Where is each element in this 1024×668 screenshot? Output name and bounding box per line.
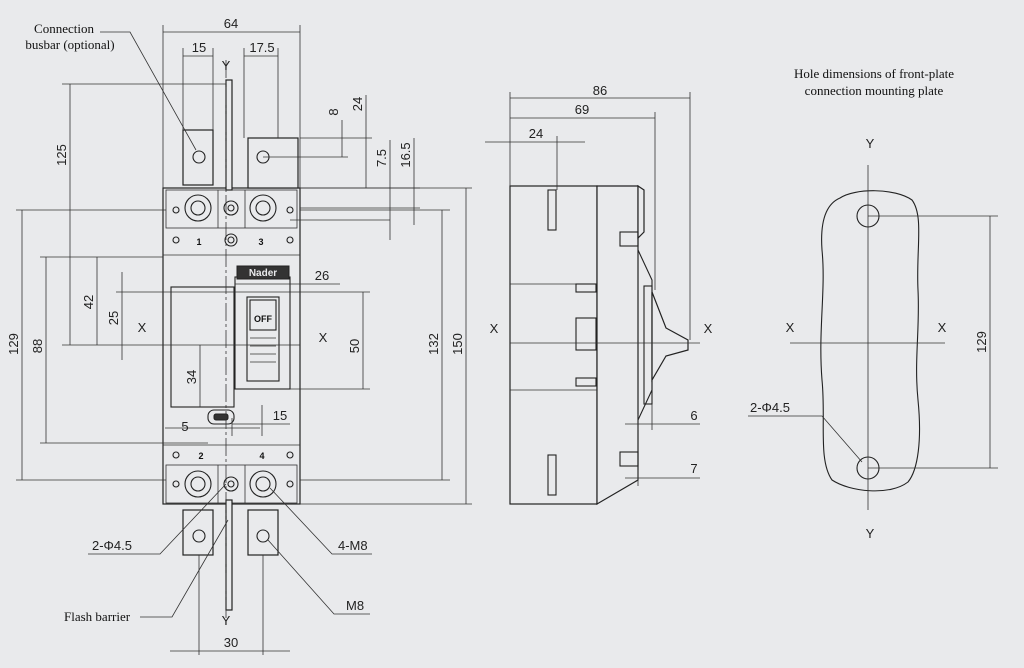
dim-15: 15 — [192, 40, 206, 55]
busbar-top-right — [247, 137, 299, 189]
flash-barrier-top — [225, 79, 233, 191]
plate-axis-y-bottom: Y — [866, 526, 875, 541]
terminal-screw-3 — [249, 194, 277, 222]
dim-125: 125 — [54, 144, 69, 166]
side-dim-7: 7 — [690, 461, 697, 476]
side-dim-86: 86 — [593, 83, 607, 98]
terminal-screw-4 — [249, 470, 277, 498]
dim-129: 129 — [6, 333, 21, 355]
dim-17-5: 17.5 — [249, 40, 274, 55]
side-handle — [651, 291, 689, 383]
side-dim-69: 69 — [575, 102, 589, 117]
axis-x-left: X — [138, 320, 147, 335]
plate-title-line1: Hole dimensions of front-plate — [794, 66, 954, 81]
dim-5: 5 — [181, 419, 188, 434]
busbar-top-left — [182, 129, 214, 186]
dim-42: 42 — [81, 295, 96, 309]
mounting-plate-outline — [820, 190, 921, 492]
dim-64: 64 — [224, 16, 238, 31]
thread-m8-label: M8 — [346, 598, 364, 613]
side-axis-x-left: X — [490, 321, 499, 336]
terminal-screw-1 — [184, 194, 212, 222]
side-view: X X 86 69 24 6 7 — [485, 83, 713, 506]
terminal-label-2: 2 — [198, 451, 203, 461]
side-body — [509, 185, 598, 505]
dim-50: 50 — [347, 339, 362, 353]
busbar-label-line2: busbar (optional) — [25, 37, 114, 52]
side-axis-x-right: X — [704, 321, 713, 336]
breaker-body — [162, 187, 301, 505]
dim-30: 30 — [224, 635, 238, 650]
flash-barrier-bottom — [225, 499, 233, 611]
busbar-label-line1: Connection — [34, 21, 94, 36]
brand-plate — [236, 265, 290, 280]
dim-132: 132 — [426, 333, 441, 355]
dim-88: 88 — [30, 339, 45, 353]
side-dim-24: 24 — [529, 126, 543, 141]
handle-window — [170, 286, 235, 408]
brand-logo: Nader — [249, 268, 277, 279]
busbar-bottom-left — [182, 509, 214, 556]
plate-hole-label: 2-Φ4.5 — [750, 400, 790, 415]
axis-y-bottom: Y — [222, 613, 231, 628]
terminal-label-1: 1 — [196, 237, 201, 247]
plate-view: Hole dimensions of front-plate connectio… — [748, 66, 998, 541]
handle — [246, 296, 280, 382]
terminal-screw-2 — [184, 470, 212, 498]
dim-34: 34 — [184, 370, 199, 384]
off-label: OFF — [254, 314, 272, 324]
thread-4m8-label: 4-M8 — [338, 538, 368, 553]
dim-26: 26 — [315, 268, 329, 283]
plate-dim-129: 129 — [974, 331, 989, 353]
terminal-label-3: 3 — [258, 237, 263, 247]
plate-axis-x-left: X — [786, 320, 795, 335]
hole-label-front: 2-Φ4.5 — [92, 538, 132, 553]
plate-axis-y-top: Y — [866, 136, 875, 151]
side-dim-6: 6 — [690, 408, 697, 423]
dim-150: 150 — [450, 333, 465, 355]
axis-x-right: X — [319, 330, 328, 345]
dim-25: 25 — [106, 311, 121, 325]
dim-7-5: 7.5 — [374, 149, 389, 167]
dim-15-bottom: 15 — [273, 408, 287, 423]
plate-axis-x-right: X — [938, 320, 947, 335]
dim-16-5: 16.5 — [398, 142, 413, 167]
dim-8: 8 — [326, 108, 341, 115]
dim-24: 24 — [350, 97, 365, 111]
test-button — [207, 409, 235, 425]
axis-y-top: Y — [222, 58, 231, 73]
plate-title-line2: connection mounting plate — [805, 83, 944, 98]
front-view: 1 3 2 4 — [6, 16, 472, 655]
busbar-bottom-right — [247, 509, 279, 556]
terminal-label-4: 4 — [259, 451, 264, 461]
flash-barrier-label: Flash barrier — [64, 609, 131, 624]
